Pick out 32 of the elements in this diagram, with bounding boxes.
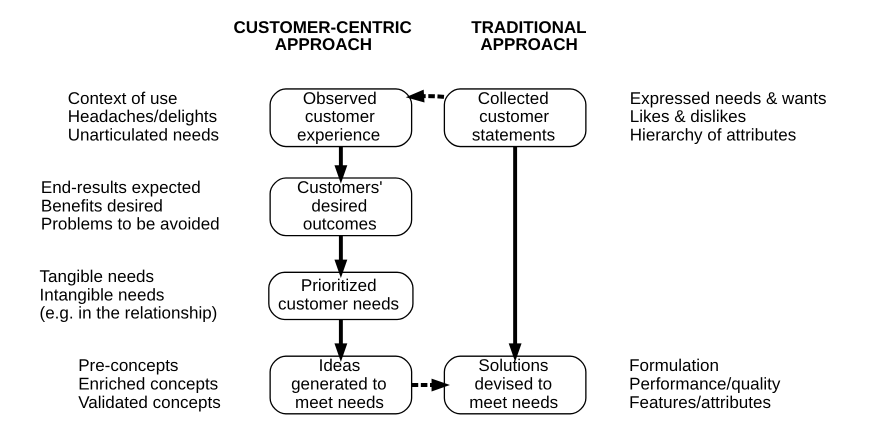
node-label: Enriched concepts (78, 374, 218, 393)
arrow (334, 235, 347, 278)
node-label: Pre-concepts (78, 356, 178, 375)
label: TRADITIONAL APPROACH (470, 18, 586, 54)
node-label: Tangible needs (39, 266, 154, 286)
node-box: Ideas generated to meet needs (268, 355, 412, 414)
node-label: Intangible needs (39, 284, 164, 304)
node-label: Unarticulated needs (67, 125, 219, 144)
node-label: Validated concepts (78, 392, 220, 412)
node-label: Performance/quality (628, 374, 780, 393)
node-box: Solutions devised to meet needs (443, 355, 586, 414)
node-box: Observed customer experience (268, 88, 412, 147)
arrow (405, 89, 444, 102)
arrow (334, 319, 347, 362)
node-box: Prioritized customer needs (268, 271, 414, 320)
arrow (411, 378, 450, 391)
node-label: Formulation (628, 356, 718, 375)
node-label: End-results expected (40, 177, 200, 196)
node-label: Expressed needs & wants (629, 88, 826, 108)
node-box: Collected customer statements (443, 88, 586, 147)
label: CUSTOMER-CENTRIC APPROACH (232, 18, 412, 54)
node-label: Features/attributes (628, 392, 770, 412)
node-label: Benefits desired (40, 196, 162, 215)
node-box: Customers' desired outcomes (268, 176, 412, 236)
node-label: Context of use (67, 88, 177, 108)
node-label: Headaches/delights (67, 106, 217, 126)
node-label: Hierarchy of attributes (629, 125, 796, 144)
arrow (334, 146, 347, 184)
arrow (508, 146, 522, 362)
node-label: Likes & dislikes (629, 106, 746, 126)
node-label: (e.g. in the relationship) (39, 303, 217, 322)
node-label: Problems to be avoided (40, 214, 220, 234)
